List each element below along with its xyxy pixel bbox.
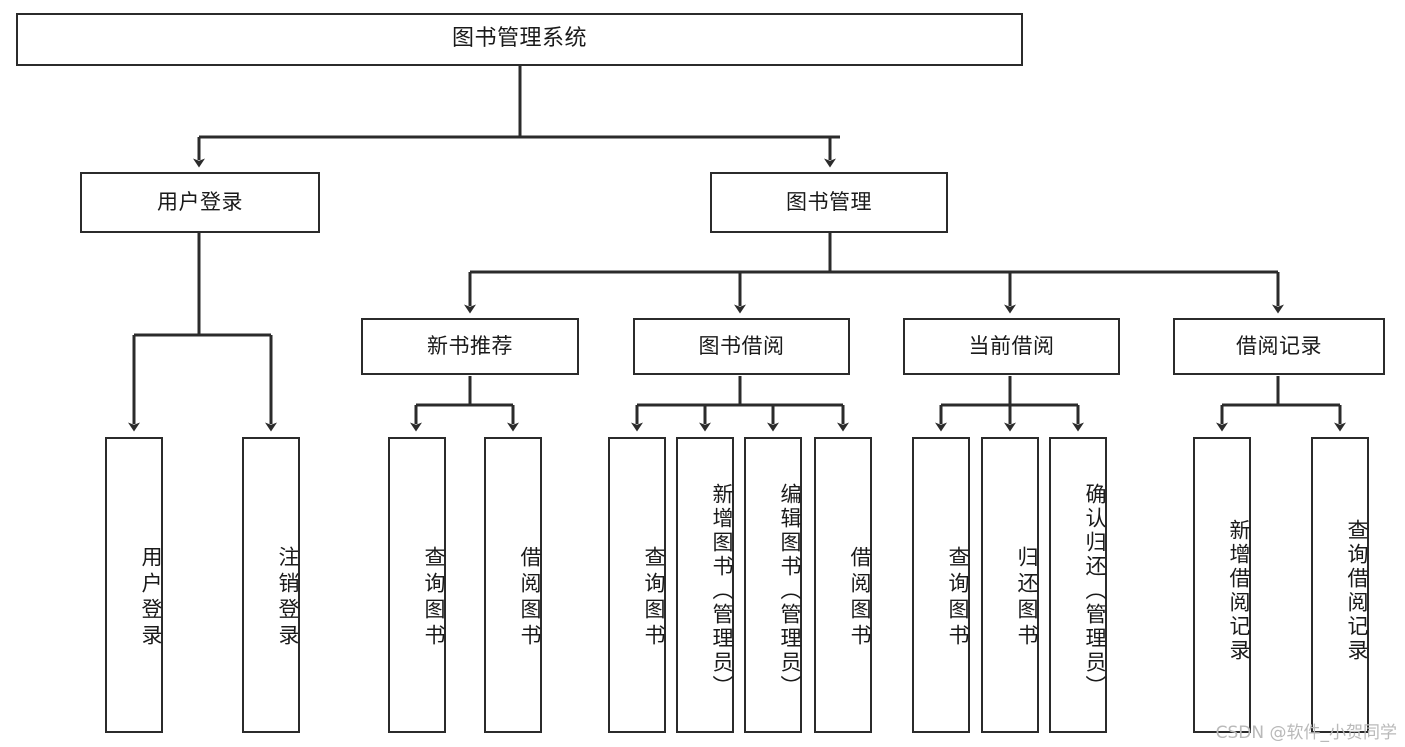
node-new-book-recommend[interactable]: 新书推荐	[361, 318, 579, 375]
node-leaf-add-record[interactable]: 新增借阅记录	[1193, 437, 1251, 733]
node-leaf-confirm-return[interactable]: 确认归还（管理员）	[1049, 437, 1107, 733]
node-leaf-logout-label: 注销登录	[276, 546, 300, 650]
node-new-book-recommend-label: 新书推荐	[427, 333, 513, 358]
node-leaf-query-book-1[interactable]: 查询图书	[388, 437, 446, 733]
node-leaf-user-login-label: 用户登录	[139, 546, 163, 650]
node-leaf-query-book-3-label: 查询图书	[946, 546, 970, 650]
node-borrow-record-label: 借阅记录	[1236, 333, 1322, 358]
node-leaf-logout[interactable]: 注销登录	[242, 437, 300, 733]
node-leaf-query-book-3[interactable]: 查询图书	[912, 437, 970, 733]
node-root-system[interactable]: 图书管理系统	[16, 13, 1023, 66]
node-leaf-query-book-2[interactable]: 查询图书	[608, 437, 666, 733]
node-leaf-add-record-label: 新增借阅记录	[1227, 519, 1251, 663]
node-leaf-borrow-book-2[interactable]: 借阅图书	[814, 437, 872, 733]
node-leaf-borrow-book-2-label: 借阅图书	[848, 546, 872, 650]
node-leaf-query-record-label: 查询借阅记录	[1345, 519, 1369, 663]
node-book-borrow[interactable]: 图书借阅	[633, 318, 850, 375]
node-leaf-borrow-book-1-label: 借阅图书	[518, 546, 542, 650]
node-book-management[interactable]: 图书管理	[710, 172, 948, 233]
node-leaf-confirm-return-label: 确认归还（管理员）	[1083, 483, 1107, 699]
node-current-borrow[interactable]: 当前借阅	[903, 318, 1120, 375]
node-borrow-record[interactable]: 借阅记录	[1173, 318, 1385, 375]
node-leaf-query-book-2-label: 查询图书	[642, 546, 666, 650]
node-root-label: 图书管理系统	[451, 26, 587, 52]
node-leaf-borrow-book-1[interactable]: 借阅图书	[484, 437, 542, 733]
node-book-borrow-label: 图书借阅	[698, 333, 785, 358]
node-leaf-user-login[interactable]: 用户登录	[105, 437, 163, 733]
node-leaf-query-record[interactable]: 查询借阅记录	[1311, 437, 1369, 733]
node-leaf-add-book[interactable]: 新增图书（管理员）	[676, 437, 734, 733]
node-book-management-label: 图书管理	[786, 189, 872, 214]
node-user-login-label: 用户登录	[157, 189, 243, 214]
node-leaf-return-book-label: 归还图书	[1015, 546, 1039, 650]
node-leaf-return-book[interactable]: 归还图书	[981, 437, 1039, 733]
node-leaf-edit-book-label: 编辑图书（管理员）	[778, 483, 802, 699]
node-leaf-query-book-1-label: 查询图书	[422, 546, 446, 650]
node-leaf-edit-book[interactable]: 编辑图书（管理员）	[744, 437, 802, 733]
node-user-login[interactable]: 用户登录	[80, 172, 320, 233]
node-current-borrow-label: 当前借阅	[968, 333, 1055, 358]
csdn-watermark: CSDN @软件_小贺同学	[1215, 723, 1397, 743]
node-leaf-add-book-label: 新增图书（管理员）	[710, 483, 734, 699]
